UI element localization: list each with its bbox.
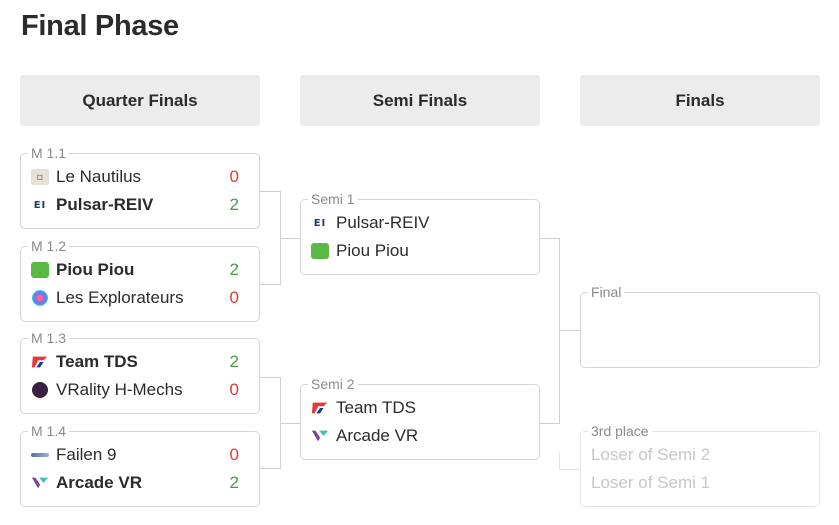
team-name: Arcade VR	[56, 473, 142, 492]
bracket-connector	[280, 238, 300, 239]
arcade-vr-logo-icon	[31, 475, 49, 491]
team-row: Loser of Semi 2	[591, 443, 799, 467]
team-row[interactable]: Piou Piou	[311, 239, 519, 263]
match-card-m1-3[interactable]: M 1.3 Team TDS 2 VRality H-Mechs 0	[20, 330, 260, 414]
team-row[interactable]: Arcade VR	[311, 424, 519, 448]
column-header-quarter-finals: Quarter Finals	[20, 75, 260, 126]
team-placeholder: Loser of Semi 1	[591, 473, 711, 492]
match-card-m1-2[interactable]: M 1.2 Piou Piou 2 Les Explorateurs 0	[20, 238, 260, 322]
team-score: 2	[229, 195, 239, 214]
match-label: M 1.4	[28, 423, 70, 439]
page-title: Final Phase	[21, 10, 179, 42]
team-score: 0	[229, 380, 239, 399]
bracket-connector	[260, 468, 280, 469]
le-nautilus-logo-icon: ◘	[31, 169, 49, 185]
piou-piou-logo-icon	[311, 243, 329, 259]
team-row[interactable]: Piou Piou 2	[31, 258, 239, 282]
bracket-connector	[559, 238, 560, 424]
team-row[interactable]: EI Pulsar-REIV	[311, 211, 519, 235]
match-card-third-place[interactable]: 3rd place Loser of Semi 2 Loser of Semi …	[580, 423, 820, 507]
team-row[interactable]: Les Explorateurs 0	[31, 286, 239, 310]
team-row[interactable]: ◘ Le Nautilus 0	[31, 165, 239, 189]
match-label: Final	[588, 284, 625, 300]
team-score: 0	[229, 288, 239, 307]
team-name: Arcade VR	[336, 426, 419, 445]
failen-9-logo-icon	[31, 447, 49, 463]
match-label: M 1.3	[28, 330, 70, 346]
les-explorateurs-logo-icon	[31, 290, 49, 306]
match-card-final[interactable]: Final	[580, 284, 820, 368]
bracket-connector	[260, 284, 280, 285]
team-score: 0	[229, 445, 239, 464]
team-name: Les Explorateurs	[56, 288, 184, 307]
team-row[interactable]: Team TDS	[311, 396, 519, 420]
team-tds-logo-icon	[311, 400, 329, 416]
match-card-semi-1[interactable]: Semi 1 EI Pulsar-REIV Piou Piou	[300, 191, 540, 275]
team-name: Pulsar-REIV	[56, 195, 154, 214]
bracket-connector	[260, 191, 280, 192]
team-score: 2	[229, 260, 239, 279]
team-name: Le Nautilus	[56, 167, 142, 186]
match-label: M 1.2	[28, 238, 70, 254]
bracket-connector	[280, 423, 300, 424]
team-row[interactable]: Arcade VR 2	[31, 471, 239, 495]
match-card-m1-1[interactable]: M 1.1 ◘ Le Nautilus 0 EI Pulsar-REIV 2	[20, 145, 260, 229]
pulsar-reiv-logo-icon: EI	[33, 199, 47, 211]
match-label: Semi 2	[308, 376, 358, 392]
match-label: 3rd place	[588, 423, 652, 439]
bracket-connector	[540, 238, 560, 239]
team-name: Piou Piou	[56, 260, 135, 279]
team-score: 2	[229, 352, 239, 371]
match-card-semi-2[interactable]: Semi 2 Team TDS Arcade VR	[300, 376, 540, 460]
team-row[interactable]: Team TDS 2	[31, 350, 239, 374]
arcade-vr-logo-icon	[311, 428, 329, 444]
bracket-connector	[260, 377, 280, 378]
team-score: 0	[229, 167, 239, 186]
column-header-semi-finals: Semi Finals	[300, 75, 540, 126]
match-card-m1-4[interactable]: M 1.4 Failen 9 0 Arcade VR 2	[20, 423, 260, 507]
match-label: M 1.1	[28, 145, 70, 161]
team-tds-logo-icon	[31, 354, 49, 370]
team-row[interactable]: Failen 9 0	[31, 443, 239, 467]
match-label: Semi 1	[308, 191, 358, 207]
team-row: Loser of Semi 1	[591, 471, 799, 495]
column-header-finals: Finals	[580, 75, 820, 126]
team-name: Pulsar-REIV	[336, 213, 430, 232]
team-name: VRality H-Mechs	[56, 380, 183, 399]
bracket-connector	[559, 330, 580, 331]
team-placeholder: Loser of Semi 2	[591, 445, 711, 464]
bracket-connector	[559, 469, 580, 470]
bracket-connector	[559, 452, 560, 470]
vrality-logo-icon	[31, 382, 49, 398]
team-row[interactable]: EI Pulsar-REIV 2	[31, 193, 239, 217]
team-name: Team TDS	[336, 398, 416, 417]
team-row[interactable]: VRality H-Mechs 0	[31, 378, 239, 402]
team-name: Piou Piou	[336, 241, 409, 260]
team-name: Failen 9	[56, 445, 117, 464]
team-name: Team TDS	[56, 352, 138, 371]
pulsar-reiv-logo-icon: EI	[313, 217, 327, 229]
team-score: 2	[229, 473, 239, 492]
piou-piou-logo-icon	[31, 262, 49, 278]
bracket-connector	[540, 423, 560, 424]
